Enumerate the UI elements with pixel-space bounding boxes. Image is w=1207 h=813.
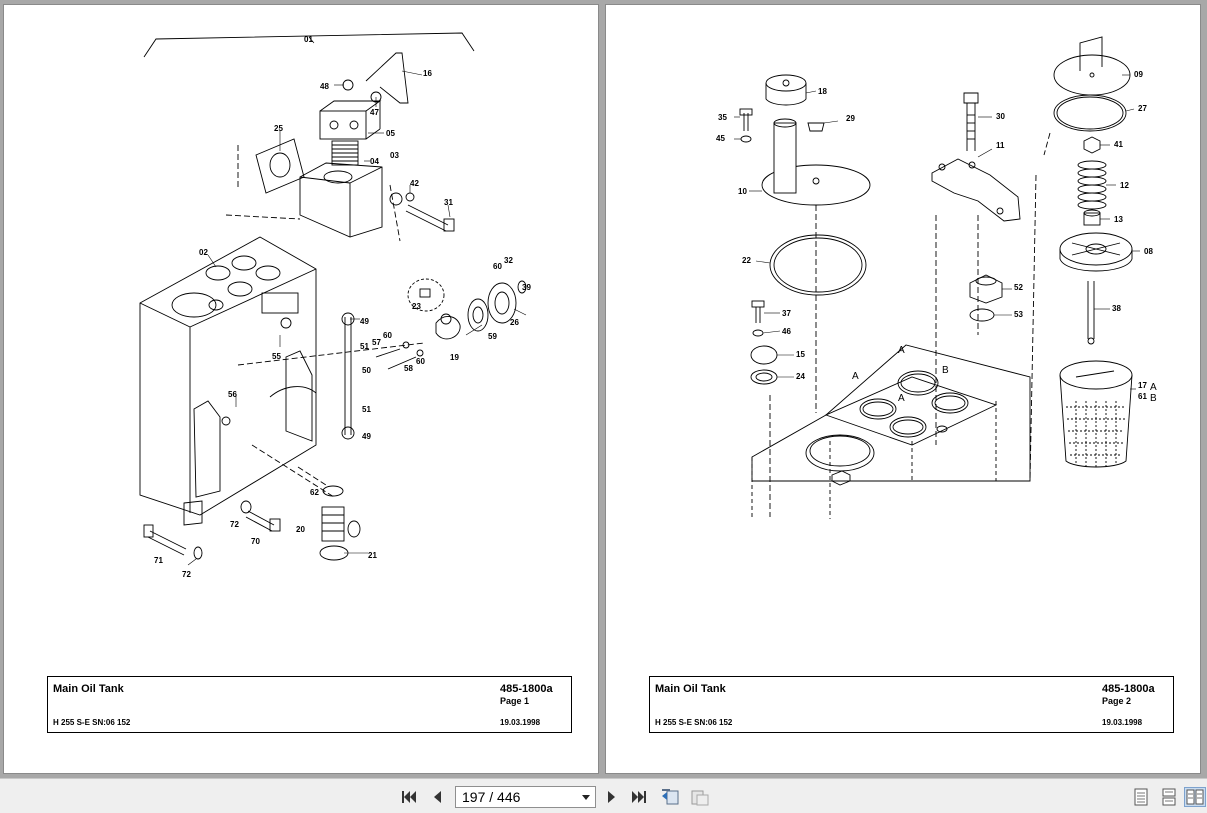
navigation-toolbar: 197 / 446 [0,778,1207,813]
callout-20: 20 [296,525,305,534]
callout-53: 53 [1014,310,1023,319]
callout-02: 02 [199,248,208,257]
model-serial: H 255 S-E SN:06 152 [53,718,131,727]
callout-52: 52 [1014,283,1023,292]
callout-11: 11 [996,141,1005,150]
chevron-down-icon [582,795,590,800]
callout-38: 38 [1112,304,1121,313]
callout-18: 18 [818,87,827,96]
callout-17: 17 [1138,381,1147,390]
drawing-date: 19.03.1998 [1102,718,1143,727]
facing-pages-view-icon[interactable] [1184,787,1206,807]
pdf-page-2: 18 35 29 45 10 30 11 09 27 41 12 13 08 2… [605,4,1201,774]
next-view-icon[interactable] [689,787,711,807]
callout-48: 48 [320,82,329,91]
callout-16: 16 [423,69,432,78]
label-a-left: A [852,371,859,382]
callout-23: 23 [412,302,421,311]
page-indicator: 197 / 446 [462,789,521,805]
exploded-diagram-page-2 [734,36,1140,519]
callout-37: 37 [782,309,791,318]
single-page-view-icon[interactable] [1130,787,1152,807]
exploded-diagram-page-1 [139,32,527,566]
page-label: Page 1 [500,696,530,706]
callout-01: 01 [304,35,313,44]
label-a-middle: A [898,393,905,404]
callout-60c: 60 [416,357,425,366]
callout-12: 12 [1120,181,1129,190]
page-number-select[interactable]: 197 / 446 [455,786,596,808]
model-serial: H 255 S-E SN:06 152 [655,718,733,727]
callout-72b: 72 [182,570,191,579]
previous-view-icon[interactable] [659,787,681,807]
callout-61: 61 [1138,392,1147,401]
callout-41: 41 [1114,140,1123,149]
callout-26: 26 [510,318,519,327]
page-label: Page 2 [1102,696,1132,706]
callout-61-variant-b: B [1150,393,1157,404]
document-code: 485-1800a [500,683,553,695]
callout-24: 24 [796,372,805,381]
callout-13: 13 [1114,215,1123,224]
drawing-date: 19.03.1998 [500,718,541,727]
first-page-icon[interactable] [398,787,420,807]
document-viewer[interactable]: 01 16 48 47 05 25 04 03 42 31 02 60 32 3… [0,0,1207,778]
callout-70: 70 [251,537,260,546]
callout-35: 35 [718,113,727,122]
callout-49a: 49 [360,317,369,326]
callout-49b: 49 [362,432,371,441]
label-b: B [942,365,949,376]
callout-17-variant-a: A [1150,382,1157,393]
callout-57: 57 [372,338,381,347]
callout-15: 15 [796,350,805,359]
callout-46: 46 [782,327,791,336]
callout-59: 59 [488,332,497,341]
callout-62: 62 [310,488,319,497]
continuous-view-icon[interactable] [1158,787,1180,807]
pdf-page-1: 01 16 48 47 05 25 04 03 42 31 02 60 32 3… [3,4,599,774]
callout-labels-page-1: 01 16 48 47 05 25 04 03 42 31 02 60 32 3… [154,35,531,579]
callout-05: 05 [386,129,395,138]
callout-72a: 72 [230,520,239,529]
callout-08: 08 [1144,247,1153,256]
callout-51b: 51 [362,405,371,414]
title-block: Main Oil Tank 485-1800a Page 2 H 255 S-E… [649,676,1174,733]
callout-04: 04 [370,157,379,166]
drawing-title: Main Oil Tank [655,683,726,695]
callout-25: 25 [274,124,283,133]
last-page-icon[interactable] [628,787,650,807]
callout-45: 45 [716,134,725,143]
callout-47: 47 [370,108,379,117]
callout-71: 71 [154,556,163,565]
title-block: Main Oil Tank 485-1800a Page 1 H 255 S-E… [47,676,572,733]
callout-27: 27 [1138,104,1147,113]
callout-03: 03 [390,151,399,160]
drawing-title: Main Oil Tank [53,683,124,695]
callout-51a: 51 [360,342,369,351]
document-code: 485-1800a [1102,683,1155,695]
callout-19: 19 [450,353,459,362]
previous-page-icon[interactable] [426,787,448,807]
callout-labels-page-2: 18 35 29 45 10 30 11 09 27 41 12 13 08 2… [716,70,1157,404]
callout-60a: 60 [493,262,502,271]
callout-30: 30 [996,112,1005,121]
callout-56: 56 [228,390,237,399]
next-page-icon[interactable] [601,787,623,807]
callout-32: 32 [504,256,513,265]
callout-58: 58 [404,364,413,373]
callout-21: 21 [368,551,377,560]
callout-10: 10 [738,187,747,196]
callout-39: 39 [522,283,531,292]
label-a-top: A [898,345,905,356]
callout-22: 22 [742,256,751,265]
callout-42: 42 [410,179,419,188]
callout-50: 50 [362,366,371,375]
callout-09: 09 [1134,70,1143,79]
callout-29: 29 [846,114,855,123]
callout-55: 55 [272,352,281,361]
callout-60b: 60 [383,331,392,340]
callout-31: 31 [444,198,453,207]
